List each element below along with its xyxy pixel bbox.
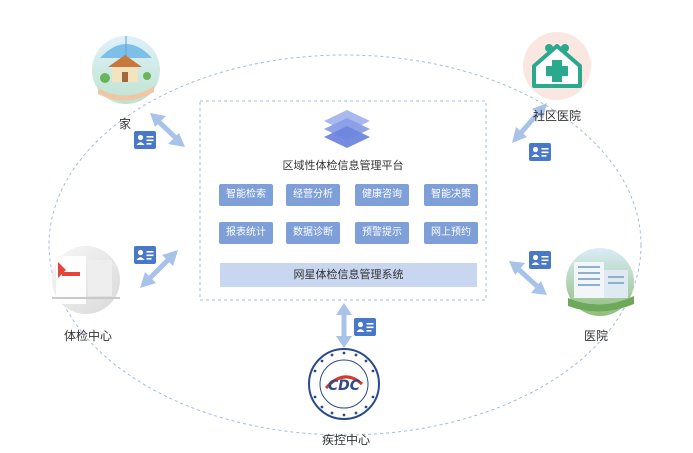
id-card-icon-hospital bbox=[529, 251, 551, 269]
home-image bbox=[92, 36, 160, 104]
arrow-home bbox=[150, 113, 185, 147]
arrow-hospital bbox=[509, 261, 547, 295]
hospital-image bbox=[566, 248, 634, 316]
network-ring bbox=[48, 54, 642, 436]
cdc-logo: CDC bbox=[308, 348, 380, 420]
id-card-icon-home bbox=[134, 131, 156, 149]
module-data-diagnosis: 数据诊断 bbox=[286, 222, 340, 244]
module-online-booking: 网上预约 bbox=[424, 222, 478, 244]
system-bar: 网星体检信息管理系统 bbox=[220, 263, 477, 287]
platform-title: 区域性体检信息管理平台 bbox=[282, 159, 404, 172]
home-label: 家 bbox=[118, 117, 132, 131]
checkup-center-image bbox=[52, 246, 120, 314]
module-business-analysis: 经营分析 bbox=[286, 184, 340, 206]
hospital-label: 医院 bbox=[583, 329, 609, 343]
id-card-icon-checkup-center bbox=[134, 246, 156, 264]
cdc-logo-text: CDC bbox=[328, 378, 361, 394]
arrow-community-hospital bbox=[512, 103, 547, 143]
layers-icon bbox=[324, 110, 370, 148]
checkup-center-label: 体检中心 bbox=[63, 329, 113, 343]
community-hospital-logo bbox=[523, 32, 591, 100]
module-warning-alert: 预警提示 bbox=[355, 222, 409, 244]
cdc-label: 疾控中心 bbox=[321, 433, 371, 447]
id-card-icon-community-hospital bbox=[529, 143, 551, 161]
id-card-icon-cdc bbox=[354, 318, 376, 336]
module-health-consult: 健康咨询 bbox=[355, 184, 409, 206]
community-hospital-label: 社区医院 bbox=[532, 109, 582, 123]
module-smart-decision: 智能决策 bbox=[424, 184, 478, 206]
arrow-cdc bbox=[336, 303, 352, 348]
arrow-checkup-center bbox=[140, 250, 178, 288]
module-report-statistics: 报表统计 bbox=[219, 222, 273, 244]
module-smart-search: 智能检索 bbox=[219, 184, 273, 206]
